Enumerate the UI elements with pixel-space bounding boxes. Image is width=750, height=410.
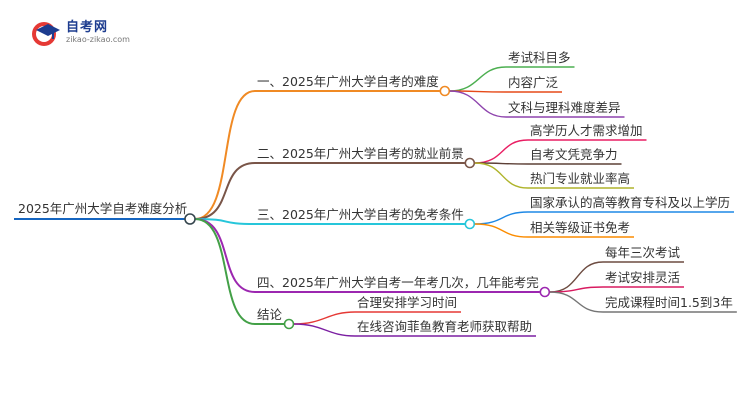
leaf-label-5-2: 在线咨询菲鱼教育老师获取帮助: [357, 319, 533, 334]
leaf-connector-4-2: [549, 286, 604, 293]
branch-node-1: [439, 85, 451, 97]
leaf-label-2-1: 高学历人才需求增加: [530, 123, 643, 138]
logo-name: 自考网: [66, 20, 109, 36]
leaf-connector-2-1: [474, 139, 529, 164]
leaf-connector-2-3: [474, 162, 529, 189]
branch-label-2: 二、2025年广州大学自考的就业前景: [257, 146, 464, 161]
leaf-label-1-3: 文科与理科难度差异: [508, 100, 621, 115]
leaf-label-4-1: 每年三次考试: [605, 245, 681, 260]
branch-label-1: 一、2025年广州大学自考的难度: [257, 74, 439, 89]
leaf-label-2-2: 自考文凭竞争力: [530, 147, 618, 162]
leaf-label-3-2: 相关等级证书免考: [530, 220, 631, 235]
root-node: [184, 213, 196, 225]
leaf-connector-4-3: [549, 291, 604, 313]
leaf-label-3-1: 国家承认的高等教育专科及以上学历: [530, 195, 731, 210]
branch-connector-2: [194, 162, 256, 220]
leaf-label-4-3: 完成课程时间1.5到3年: [605, 295, 733, 310]
root-topic: 2025年广州大学自考难度分析: [18, 201, 188, 216]
branch-node-4: [539, 286, 551, 298]
branch-label-5: 结论: [257, 307, 283, 322]
branch-node-5: [283, 318, 295, 330]
leaf-connector-3-2: [474, 223, 529, 238]
branch-node-2: [464, 157, 476, 169]
branch-node-3: [464, 218, 476, 230]
logo-url: zikao-zikao.com: [66, 34, 130, 44]
site-logo: 自考网 zikao-zikao.com: [30, 18, 130, 48]
leaf-connector-3-1: [474, 211, 529, 225]
leaf-label-1-1: 考试科目多: [508, 50, 571, 65]
leaf-label-5-1: 合理安排学习时间: [357, 295, 458, 310]
graduation-cap-icon: [32, 22, 60, 46]
branch-connector-4: [194, 218, 256, 293]
branch-connector-5: [194, 218, 256, 325]
branch-label-4: 四、2025年广州大学自考一年考几次，几年能考完: [257, 275, 539, 290]
leaf-label-1-2: 内容广泛: [508, 75, 559, 90]
branch-connector-1: [194, 90, 256, 220]
leaf-connector-1-3: [449, 90, 507, 118]
leaf-connector-1-1: [449, 66, 507, 92]
leaf-label-4-2: 考试安排灵活: [605, 270, 681, 285]
branch-connector-3: [194, 218, 256, 225]
leaf-connector-5-1: [293, 311, 356, 325]
branch-label-3: 三、2025年广州大学自考的免考条件: [257, 207, 464, 222]
leaf-connector-5-2: [293, 323, 356, 337]
leaf-label-2-3: 热门专业就业率高: [530, 171, 631, 186]
